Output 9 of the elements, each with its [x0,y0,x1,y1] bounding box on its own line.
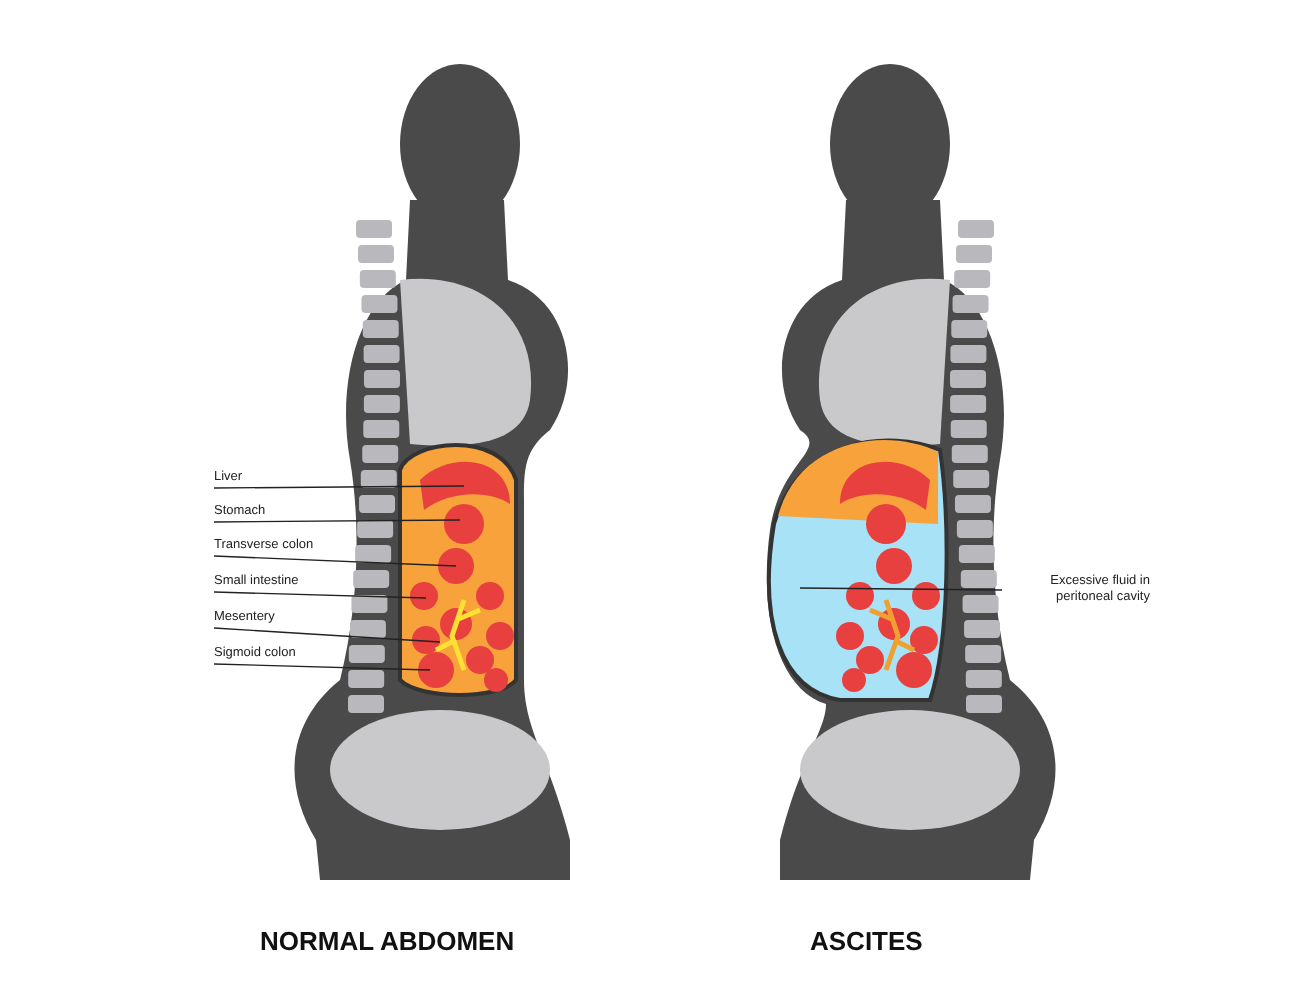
leader-line [213,519,461,523]
leader-line [213,627,441,643]
figure-caption: ASCITES [810,926,923,956]
leader-line [213,591,427,599]
leader-line [213,485,465,489]
leader-line [213,663,431,671]
figure-caption: NORMAL ABDOMEN [260,926,515,956]
leader-line [213,555,457,567]
leader-line [799,587,1003,591]
